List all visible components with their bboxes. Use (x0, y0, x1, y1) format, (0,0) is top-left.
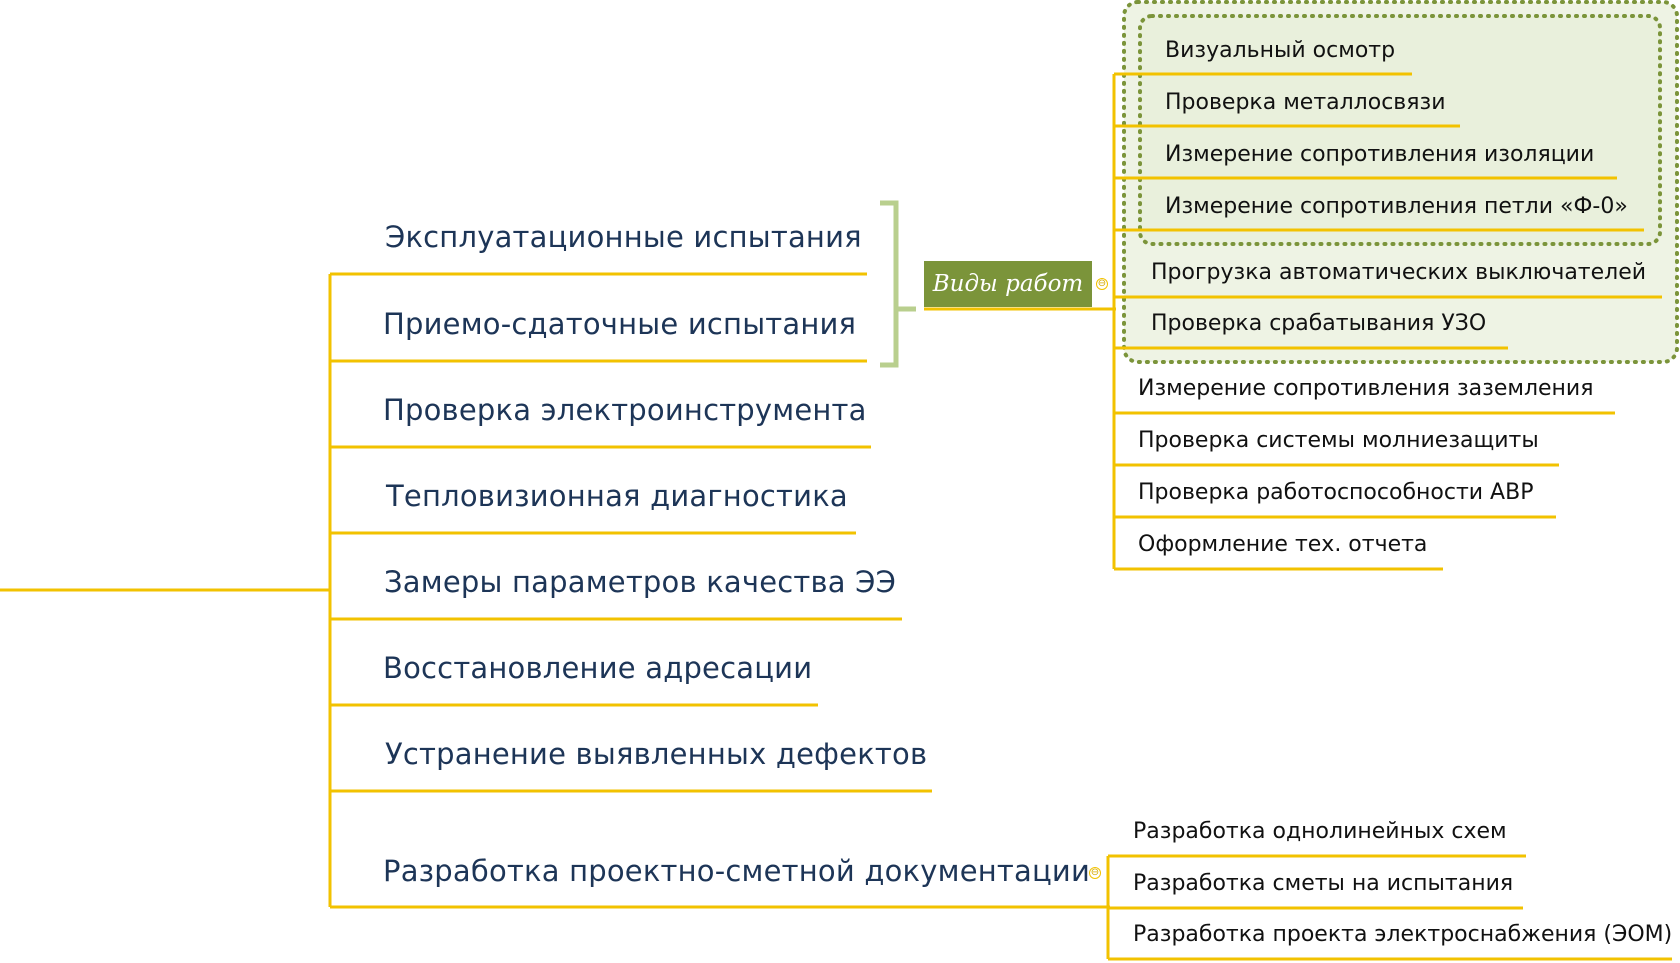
branch-thermal-imaging[interactable]: Тепловизионная диагностика (386, 479, 848, 513)
design-power-supply-project[interactable]: Разработка проекта электроснабжения (ЭОМ… (1133, 922, 1673, 947)
design-collapse-icon[interactable]: ⊖ (1089, 867, 1101, 879)
work-rcd-check[interactable]: Проверка срабатывания УЗО (1151, 311, 1487, 336)
branch-defect-fixing[interactable]: Устранение выявленных дефектов (385, 737, 928, 771)
work-bonding-check[interactable]: Проверка металлосвязи (1165, 90, 1446, 115)
work-breaker-testing[interactable]: Прогрузка автоматических выключателей (1151, 260, 1647, 285)
design-test-estimate[interactable]: Разработка сметы на испытания (1133, 871, 1514, 896)
branch-design-estimates[interactable]: Разработка проектно-сметной документации (383, 854, 1090, 888)
hub-collapse-icon[interactable]: ⊖ (1096, 278, 1108, 290)
work-tech-report[interactable]: Оформление тех. отчета (1138, 532, 1428, 557)
branch-power-tool-check[interactable]: Проверка электроинструмента (383, 393, 867, 427)
work-loop-resistance[interactable]: Измерение сопротивления петли «Ф-0» (1165, 194, 1628, 219)
design-single-line-diagrams[interactable]: Разработка однолинейных схем (1133, 819, 1507, 844)
work-lightning-protection[interactable]: Проверка системы молниезащиты (1138, 428, 1539, 453)
work-visual-inspection[interactable]: Визуальный осмотр (1165, 38, 1396, 63)
work-ats-check[interactable]: Проверка работоспособности АВР (1138, 480, 1534, 505)
branch-power-quality[interactable]: Замеры параметров качества ЭЭ (384, 565, 897, 599)
branch-acceptance-tests[interactable]: Приемо-сдаточные испытания (383, 307, 857, 341)
hub-work-types[interactable]: Виды работ (924, 261, 1092, 307)
branch-operational-tests[interactable]: Эксплуатационные испытания (385, 220, 862, 254)
branch-bracket (880, 200, 916, 368)
work-grounding-resistance[interactable]: Измерение сопротивления заземления (1138, 376, 1594, 401)
work-insulation-resistance[interactable]: Измерение сопротивления изоляции (1165, 142, 1595, 167)
branch-addressing-restore[interactable]: Восстановление адресации (383, 651, 813, 685)
